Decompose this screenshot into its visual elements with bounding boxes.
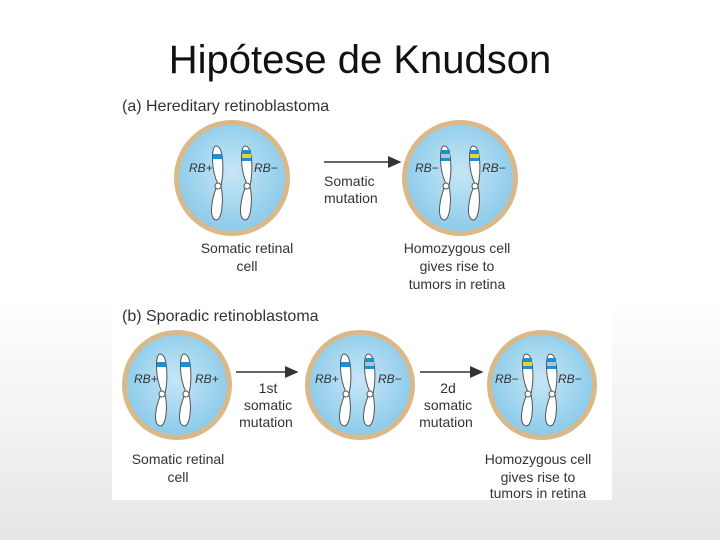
gene-label: RB− — [254, 161, 278, 175]
figure-canvas: (a) Hereditary retinoblastoma RB+ RB− So… — [122, 98, 597, 500]
chromosome-pair — [439, 145, 481, 221]
panel-b-cell-3: RB− RB− — [487, 330, 597, 440]
panel-a-title: (a) Hereditary retinoblastoma — [122, 98, 329, 115]
caption-line: tumors in retina — [490, 485, 587, 500]
caption-line: Homozygous cell — [404, 240, 511, 256]
panel-a-arrow: Somatic mutation — [324, 156, 402, 206]
slide-title: Hipótese de Knudson — [168, 38, 552, 82]
panel-b-caption-left: Somatic retinal cell — [132, 451, 225, 485]
panel-b-cell-2: RB+ RB− — [305, 330, 415, 440]
arrow-label-line: 1st — [259, 380, 278, 396]
chromosome-pair — [211, 145, 253, 221]
gene-label: RB+ — [315, 372, 339, 386]
panel-a-caption-left: Somatic retinal cell — [201, 240, 294, 274]
caption-line: gives rise to — [420, 258, 495, 274]
caption-line: cell — [236, 258, 257, 274]
arrow-label-line: Somatic — [324, 173, 375, 189]
gene-label: RB− — [482, 161, 506, 175]
panel-b-arrow-1: 1st somatic mutation — [236, 366, 299, 430]
gene-label: RB− — [495, 372, 519, 386]
caption-line: Somatic retinal — [201, 240, 294, 256]
panel-a-caption-right: Homozygous cell gives rise to tumors in … — [404, 240, 511, 292]
arrow-label-line: mutation — [324, 190, 378, 206]
gene-label: RB+ — [134, 372, 158, 386]
caption-line: cell — [167, 469, 188, 485]
gene-label: RB+ — [189, 161, 213, 175]
caption-line: tumors in retina — [409, 276, 506, 292]
panel-b-caption-right: Homozygous cell gives rise to tumors in … — [485, 451, 592, 500]
arrow-label-line: somatic — [424, 397, 472, 413]
arrow-label-line: somatic — [244, 397, 292, 413]
panel-a-cell-2: RB− RB− — [402, 120, 518, 236]
chromosome-pair — [521, 353, 558, 427]
caption-line: gives rise to — [501, 469, 576, 485]
panel-a-cell-1: RB+ RB− — [174, 120, 290, 236]
chromosome-pair — [339, 353, 376, 427]
gene-label: RB− — [558, 372, 582, 386]
caption-line: Somatic retinal — [132, 451, 225, 467]
gene-label: RB− — [378, 372, 402, 386]
arrow-label-line: mutation — [239, 414, 293, 430]
panel-b-cell-1: RB+ RB+ — [122, 330, 232, 440]
panel-b-title: (b) Sporadic retinoblastoma — [122, 308, 319, 325]
chromosome-pair — [155, 353, 192, 427]
panel-b-arrow-2: 2d somatic mutation — [419, 366, 484, 430]
caption-line: Homozygous cell — [485, 451, 592, 467]
arrow-label-line: mutation — [419, 414, 473, 430]
arrow-label-line: 2d — [440, 380, 456, 396]
gene-label: RB− — [415, 161, 439, 175]
retinoblastoma-figure: (a) Hereditary retinoblastoma RB+ RB− So… — [112, 90, 612, 500]
gene-label: RB+ — [195, 372, 219, 386]
